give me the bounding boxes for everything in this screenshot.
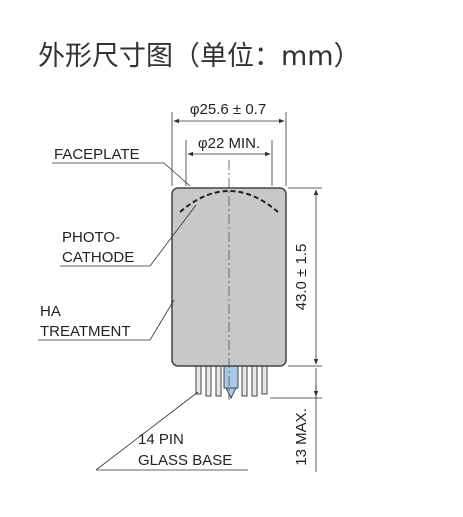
ha-treatment-label-line2: TREATMENT: [40, 323, 131, 340]
outer-diameter-label: φ25.6 ± 0.7: [190, 101, 266, 118]
photocathode-label-line1: PHOTO-: [62, 229, 120, 246]
base-pins: [195, 365, 268, 400]
exhaust-tip: [223, 365, 239, 389]
faceplate-label: FACEPLATE: [54, 146, 140, 163]
glass-base-label-line1: 14 PIN: [138, 431, 184, 448]
pin-length-label: 13 MAX.: [293, 408, 310, 466]
length-label: 43.0 ± 1.5: [293, 244, 310, 311]
ha-treatment-label-line1: HA: [40, 303, 61, 320]
min-diameter-label: φ22 MIN.: [198, 135, 260, 152]
photocathode-label-line2: CATHODE: [62, 249, 134, 266]
glass-base-label-line2: GLASS BASE: [138, 452, 232, 469]
photocathode-arc: [179, 190, 279, 213]
page-title: 外形尺寸图（单位：mm）: [38, 41, 361, 72]
